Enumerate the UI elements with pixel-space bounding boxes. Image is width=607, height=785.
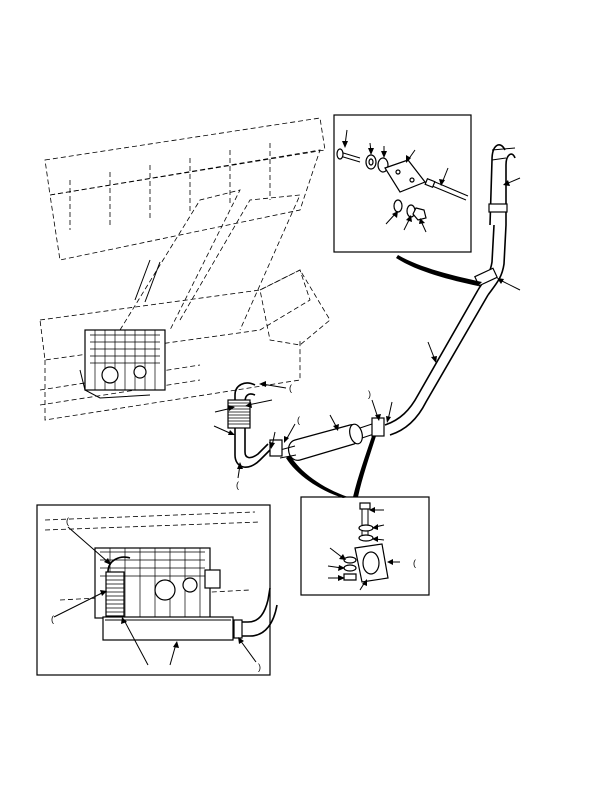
- callout-6: (: [66, 516, 69, 526]
- callout-7: (: [51, 614, 54, 624]
- callout-3: (: [297, 415, 300, 425]
- exhaust-elbow-pipe: [227, 382, 271, 468]
- engine-block: [79, 329, 166, 399]
- callout-5: (: [413, 558, 416, 568]
- leader-arrows-main: [213, 177, 521, 479]
- callout-2: ): [368, 389, 371, 399]
- callout-8: ): [258, 662, 261, 672]
- detail-box-clamp: [333, 114, 472, 253]
- chassis-outline: [39, 117, 331, 421]
- callout-4: (: [236, 480, 239, 490]
- detail-box-flange: [300, 496, 430, 596]
- detail-pointer-2: [286, 455, 348, 498]
- detail-pointer-3: [353, 436, 376, 497]
- inset-engine-view: [36, 504, 278, 676]
- tail-pipe: [384, 144, 516, 436]
- detail-pointer-1: [396, 255, 482, 286]
- callout-1: (: [289, 383, 292, 393]
